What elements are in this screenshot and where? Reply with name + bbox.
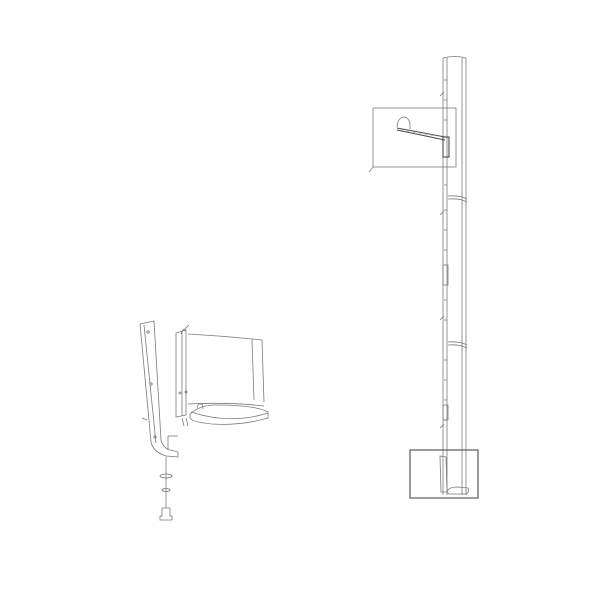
pole-band-upper: [447, 195, 468, 203]
detail-frame-bottom: [409, 449, 479, 499]
pole-band-lower: [447, 341, 468, 349]
base-foot: [439, 455, 470, 495]
mounting-strip: [139, 320, 179, 458]
detail-leader-top: [368, 166, 374, 173]
fastener-stack: [159, 457, 173, 521]
cylinder-clamp: [175, 324, 269, 427]
pole-joint-sleeve-lower: [442, 404, 449, 421]
pole-tick-marks: [439, 79, 447, 429]
pole-assembly: [368, 56, 479, 499]
detail-frame-top: [372, 107, 457, 168]
hanger-bracket: [396, 116, 450, 158]
base-detail-exploded: [139, 320, 269, 521]
pole-joint-sleeve: [442, 264, 449, 286]
